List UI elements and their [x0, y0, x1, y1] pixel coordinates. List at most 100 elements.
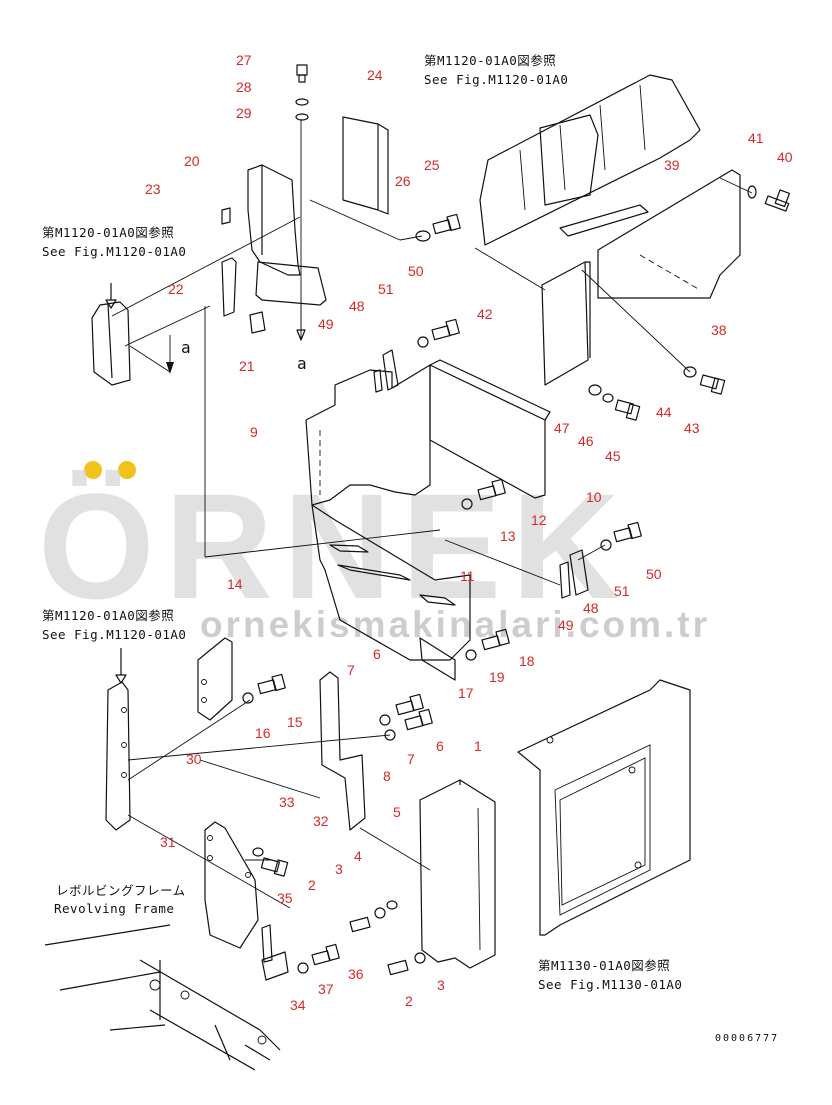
bolt-2-3-upper — [349, 900, 398, 933]
part-labels: 27 28 29 24 20 23 26 25 22 21 50 51 48 4… — [145, 52, 793, 1013]
label-25: 25 — [424, 157, 440, 173]
watermark-url: ornekismakinalari.com.tr — [200, 604, 710, 645]
leader-lines — [111, 177, 753, 909]
part-48-lower — [569, 549, 589, 596]
right-frame — [517, 679, 691, 936]
label-10: 10 — [586, 489, 602, 505]
part-49-lower — [559, 561, 571, 599]
label-13: 13 — [500, 528, 516, 544]
part-23 — [221, 207, 231, 225]
label-16: 16 — [255, 725, 271, 741]
label-32: 32 — [313, 813, 329, 829]
label-33: 33 — [279, 794, 295, 810]
label-48: 48 — [583, 600, 599, 616]
part-39-guard — [479, 74, 701, 246]
part-20-bracket — [247, 164, 301, 276]
part-22 — [221, 257, 237, 317]
label-3: 3 — [437, 977, 445, 993]
left-frame-upper — [91, 301, 131, 386]
revolving-frame-en: Revolving Frame — [54, 901, 174, 916]
revolving-frame — [44, 924, 281, 1071]
reference-bottom-right-jp: 第M1130-01A0図参照 — [538, 958, 670, 973]
label-31: 31 — [160, 834, 176, 850]
part-20-lower — [255, 261, 327, 306]
view-marker-a: a — [297, 354, 307, 373]
part-17 — [419, 637, 456, 681]
watermark-brand: ÖRNEK — [38, 462, 630, 630]
label-6: 6 — [436, 738, 444, 754]
watermark-umlaut-dot — [84, 461, 102, 479]
bolt-40-41 — [747, 185, 790, 212]
part-14-bracket — [197, 637, 233, 721]
bolt-50-51-upper — [417, 318, 460, 348]
label-24: 24 — [367, 67, 383, 83]
label-43: 43 — [684, 420, 700, 436]
label-37: 37 — [318, 981, 334, 997]
part-49-upper — [373, 369, 383, 393]
reference-left-middle-jp: 第M1120-01A0図参照 — [42, 608, 174, 623]
part-9-plate — [305, 364, 431, 506]
part-11-floor — [311, 504, 471, 661]
label-35: 35 — [277, 890, 293, 906]
part-21 — [249, 311, 266, 334]
label-29: 29 — [236, 105, 252, 121]
label-50: 50 — [646, 566, 662, 582]
label-34: 34 — [290, 997, 306, 1013]
label-2: 2 — [405, 993, 413, 1009]
reference-left-middle-en: See Fig.M1120-01A0 — [42, 627, 186, 642]
bolt-2-3-lower — [387, 952, 426, 976]
label-45: 45 — [605, 448, 621, 464]
label-36: 36 — [348, 966, 364, 982]
reference-left-upper-en: See Fig.M1120-01A0 — [42, 244, 186, 259]
bolt-36-37 — [297, 943, 340, 974]
bolt-43-44 — [683, 366, 726, 395]
label-49: 49 — [558, 617, 574, 633]
reference-texts: 第M1120-01A0図参照 See Fig.M1120-01A0 第M1120… — [42, 53, 777, 1044]
label-30: 30 — [186, 751, 202, 767]
reference-top-right-en: See Fig.M1120-01A0 — [424, 72, 568, 87]
bolt-6-7-8 — [379, 693, 433, 741]
bolt-12-13 — [461, 478, 506, 510]
label-7: 7 — [347, 662, 355, 678]
label-2: 2 — [308, 877, 316, 893]
label-4: 4 — [354, 848, 362, 864]
label-5: 5 — [393, 804, 401, 820]
label-11: 11 — [460, 568, 475, 584]
label-50: 50 — [408, 263, 424, 279]
label-47: 47 — [554, 420, 570, 436]
part-24-pad — [342, 116, 389, 215]
label-12: 12 — [531, 512, 547, 528]
label-42: 42 — [477, 306, 493, 322]
watermark: ÖRNEK ornekismakinalari.com.tr — [38, 461, 710, 645]
label-3: 3 — [335, 861, 343, 877]
label-26: 26 — [395, 173, 411, 189]
reference-bottom-right-en: See Fig.M1130-01A0 — [538, 977, 682, 992]
part-1-cover — [419, 779, 496, 969]
label-38: 38 — [711, 322, 727, 338]
bolt-18-19 — [465, 628, 510, 661]
label-49: 49 — [318, 316, 334, 332]
part-30-bracket — [204, 821, 259, 949]
part-35 — [261, 951, 289, 981]
bolt-50-51-lower — [600, 521, 642, 551]
label-22: 22 — [168, 281, 184, 297]
label-27: 27 — [236, 52, 252, 68]
label-44: 44 — [656, 404, 672, 420]
reference-left-upper-jp: 第M1120-01A0図参照 — [42, 225, 174, 240]
label-48: 48 — [349, 298, 365, 314]
part-10-panel — [429, 359, 551, 499]
label-8: 8 — [383, 768, 391, 784]
label-39: 39 — [664, 157, 680, 173]
label-18: 18 — [519, 653, 535, 669]
label-20: 20 — [184, 153, 200, 169]
label-6: 6 — [373, 646, 381, 662]
label-28: 28 — [236, 79, 252, 95]
part-34 — [261, 924, 273, 963]
view-marker-a: a — [181, 338, 191, 357]
top-bolt-assembly — [295, 64, 309, 341]
label-9: 9 — [250, 424, 258, 440]
bolt-32-33 — [252, 847, 289, 877]
label-7: 7 — [407, 751, 415, 767]
label-15: 15 — [287, 714, 303, 730]
